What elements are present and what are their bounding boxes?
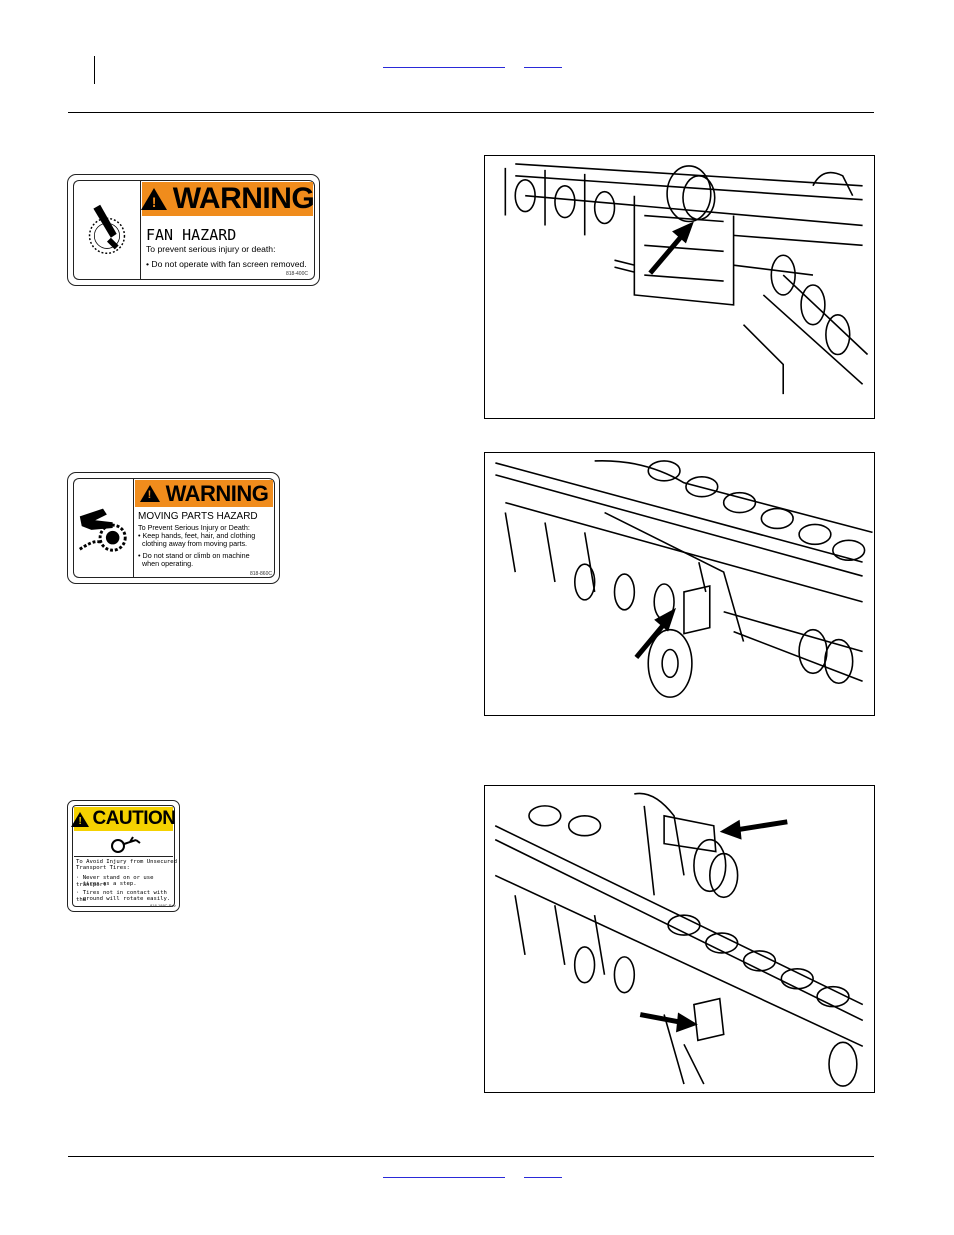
tire-step-icon xyxy=(111,836,141,853)
decal-line-3: clothing away from moving parts. xyxy=(138,539,248,548)
moving-parts-warning-decal: ! WARNING MOVING PARTS HAZARD To Prevent … xyxy=(67,472,280,584)
figure-moving-parts-location xyxy=(484,452,875,716)
decal-pictogram-panel xyxy=(73,180,140,280)
planter-drive-illustration xyxy=(495,460,873,698)
hazard-title: MOVING PARTS HAZARD xyxy=(138,511,258,522)
planter-fan-illustration xyxy=(504,163,869,395)
caution-triangle-icon: ! xyxy=(71,811,90,827)
fan-hazard-warning-decal: !WARNING FAN HAZARD To prevent serious i… xyxy=(67,174,320,286)
decal-part-number: 818-860C xyxy=(250,571,272,577)
header-bar xyxy=(94,56,95,84)
decal-line-6: ground will rotate easily. xyxy=(76,896,171,902)
signal-banner: !CAUTION xyxy=(71,807,176,831)
decal-line-1: To Prevent Serious Injury or Death: xyxy=(138,523,250,532)
footer-link-secondary[interactable] xyxy=(524,1177,562,1178)
planter-transport-illustration xyxy=(494,792,864,1087)
decal-line-5: when operating. xyxy=(138,559,194,568)
warning-triangle-icon: ! xyxy=(139,485,160,502)
decal-line-3: · Never stand on or use transport xyxy=(76,875,154,888)
pointer-arrow-icon xyxy=(719,819,788,840)
decal-part-number: 818-400C xyxy=(286,271,308,277)
header-link-primary[interactable] xyxy=(383,67,505,68)
signal-word: WARNING xyxy=(172,182,315,215)
decal-line-2: • Keep hands, feet, hair, and clothing xyxy=(138,531,256,540)
pointer-arrow-icon xyxy=(639,1012,698,1033)
decal-frame xyxy=(72,805,175,907)
decal-line-1: To Avoid Injury from Unsecured xyxy=(76,859,178,865)
signal-banner: !WARNING xyxy=(140,182,315,216)
signal-word: WARNING xyxy=(165,480,269,506)
header-link-secondary[interactable] xyxy=(524,67,562,68)
caution-transport-tires-decal: !CAUTION To Avoid Injury from Unsecured … xyxy=(67,800,180,912)
figure-fan-location xyxy=(484,155,875,419)
signal-word: CAUTION xyxy=(92,808,176,829)
pointer-arrow-icon xyxy=(648,221,694,275)
warning-triangle-icon: ! xyxy=(140,188,167,210)
decal-message-panel xyxy=(133,478,275,578)
header-rule xyxy=(68,112,874,113)
decal-line-2: • Do not operate with fan screen removed… xyxy=(146,259,307,269)
decal-line-4: • Do not stand or climb on machine xyxy=(138,551,250,560)
decal-line-4: tires as a step. xyxy=(76,881,137,887)
footer-rule xyxy=(68,1156,874,1157)
decal-divider xyxy=(74,856,173,857)
decal-pictogram-panel xyxy=(73,478,133,578)
decal-line-2: Transport Tires: xyxy=(76,865,130,871)
signal-banner: ! WARNING xyxy=(135,480,273,507)
decal-line-1: To prevent serious injury or death: xyxy=(146,244,276,254)
decal-part-number: 818-188C Rev xyxy=(150,903,176,908)
hazard-title: FAN HAZARD xyxy=(146,226,237,244)
footer-link-primary[interactable] xyxy=(383,1177,505,1178)
decal-message-panel xyxy=(140,180,315,280)
pointer-arrow-icon xyxy=(634,607,677,660)
chain-entanglement-icon xyxy=(78,508,127,552)
decal-line-5: · Tires not in contact with the xyxy=(76,890,167,903)
figure-transport-tires-location xyxy=(484,785,875,1093)
fan-hand-icon xyxy=(88,204,126,255)
